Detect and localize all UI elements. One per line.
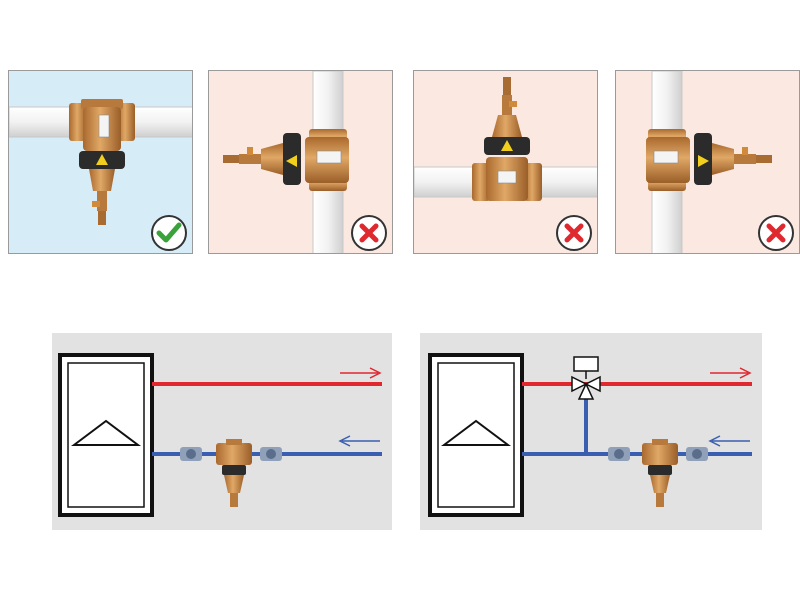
drain-valve-handle [92, 201, 100, 207]
arrow-left-icon [708, 435, 750, 447]
separator-diagram [9, 99, 192, 251]
hydraulic-scheme-direct [52, 333, 392, 530]
separator-diagram [223, 71, 387, 253]
dirt-separator-icon [216, 439, 252, 507]
arrow-left-icon [338, 435, 380, 447]
separator-diagram [646, 71, 794, 253]
arrow-right-icon [340, 367, 382, 379]
drain-valve [97, 191, 107, 211]
brass-cap [81, 99, 123, 109]
warning-label [501, 140, 513, 151]
cross-circle-icon [556, 215, 592, 251]
ball-valve-icon [686, 447, 708, 461]
label-plate [497, 170, 517, 184]
installation-panel-correct [8, 70, 193, 254]
warning-label [698, 155, 709, 167]
dirt-separator-icon [642, 439, 678, 507]
separator-lower-body [712, 143, 734, 175]
separator-lower-body [89, 169, 115, 191]
drain-valve-handle [742, 147, 748, 155]
drain-valve-handle [247, 147, 253, 155]
cross-circle-icon [351, 215, 387, 251]
drain-valve [734, 154, 756, 164]
brass-fitting [524, 163, 542, 201]
scheme-diagram [58, 353, 382, 517]
check-circle-icon [151, 215, 187, 251]
separator-lower-body [492, 115, 522, 137]
drain-outlet [503, 77, 511, 95]
hydraulic-scheme-three-way-valve [420, 333, 762, 530]
drain-outlet [223, 155, 239, 163]
drain-outlet [756, 155, 772, 163]
drain-valve-handle [509, 101, 517, 107]
warning-label [96, 154, 108, 165]
warning-label [286, 155, 297, 167]
installation-panel-incorrect-3 [615, 70, 800, 254]
drain-valve [239, 154, 261, 164]
drain-outlet [98, 211, 106, 225]
scheme-diagram [428, 353, 752, 517]
label-plate [653, 150, 679, 164]
arrow-right-icon [710, 367, 752, 379]
ball-valve-icon [608, 447, 630, 461]
ball-valve-icon [180, 447, 202, 461]
three-way-valve-icon [571, 356, 601, 400]
installation-panel-incorrect-1 [208, 70, 393, 254]
label-plate [316, 150, 342, 164]
boiler-icon [58, 353, 154, 517]
separator-diagram [414, 77, 597, 251]
brass-fitting [69, 103, 87, 141]
ball-valve-icon [260, 447, 282, 461]
drain-valve [502, 95, 512, 115]
brass-fitting [472, 163, 490, 201]
brass-fitting [117, 103, 135, 141]
label-plate [98, 114, 110, 138]
installation-panel-incorrect-2 [413, 70, 598, 254]
separator-lower-body [261, 143, 283, 175]
boiler-icon [428, 353, 524, 517]
cross-circle-icon [758, 215, 794, 251]
